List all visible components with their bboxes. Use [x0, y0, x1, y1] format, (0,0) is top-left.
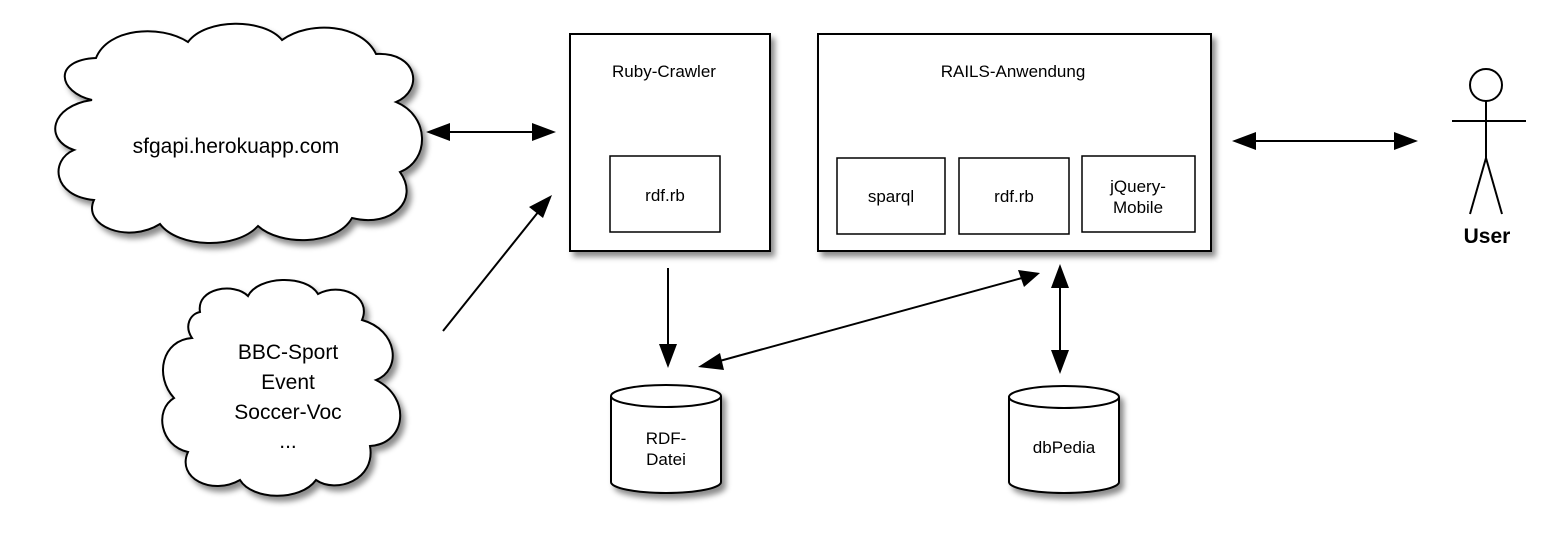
dbpedia-label: dbPedia — [1033, 438, 1096, 457]
arrow-vocab-crawler — [442, 195, 552, 332]
cloud-vocab-line-3: Soccer-Voc — [234, 401, 341, 424]
crawler-rdfrb-box — [609, 155, 721, 233]
cloud-vocab-line-4: ... — [279, 430, 297, 453]
arrow-crawler-rdffile — [659, 268, 677, 368]
crawler-title: Ruby-Crawler — [612, 62, 716, 81]
rails-rdfrb-box — [958, 157, 1070, 235]
rdf-file-label: RDF-Datei — [646, 429, 687, 469]
cloud-vocab-line-2: Event — [261, 371, 315, 394]
arrow-rdffile-rails — [698, 270, 1040, 370]
rails-rdfrb-label: rdf.rb — [994, 187, 1034, 206]
connectors — [426, 123, 1418, 374]
dbpedia-store: dbPedia — [1008, 385, 1120, 494]
actor-head-icon — [1469, 68, 1503, 102]
arrow-api-crawler — [426, 123, 556, 141]
rails-box: RAILS-Anwendung sparql rdf.rb jQuery-Mob… — [817, 33, 1212, 252]
rdf-file-store: RDF-Datei — [610, 384, 722, 494]
cloud-api: sfgapi.herokuapp.com — [54, 22, 423, 244]
cloud-api-label: sfgapi.herokuapp.com — [133, 135, 340, 158]
rails-title: RAILS-Anwendung — [941, 62, 1086, 81]
crawler-rdfrb-label: rdf.rb — [645, 186, 685, 205]
cloud-vocab-line-1: BBC-Sport — [238, 341, 339, 364]
rails-jquery-box — [1081, 155, 1196, 233]
user-actor: User — [1452, 68, 1526, 248]
actor-label: User — [1464, 225, 1511, 248]
rails-jquery-label: jQuery-Mobile — [1109, 177, 1166, 217]
cloud-vocab: BBC-Sport Event Soccer-Voc ... — [161, 279, 401, 497]
arrow-rails-user — [1232, 132, 1418, 150]
rails-sparql-box — [836, 157, 946, 235]
rails-sparql-label: sparql — [868, 187, 914, 206]
crawler-box: Ruby-Crawler rdf.rb — [569, 33, 771, 252]
arrow-rails-dbpedia — [1051, 264, 1069, 374]
